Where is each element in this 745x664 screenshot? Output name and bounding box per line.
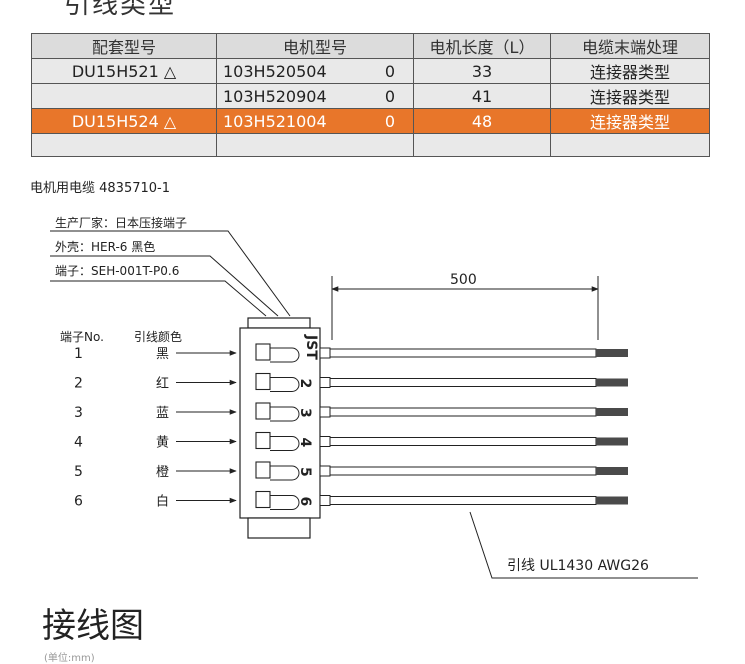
pin-number: 1 [74,346,83,362]
section-title-wiring: 接线图 [42,606,144,646]
cell-model: DU15H524 △ [31,108,217,134]
cell-processing: 连接器类型 [550,83,710,109]
pin-number: 4 [74,435,83,451]
terminal-latch [270,406,300,422]
wire-end-stripped [596,467,628,475]
cell-processing [550,133,710,157]
spec-table: 配套型号 电机型号 电机长度（L） 电缆末端处理 DU15H521 △ 103H… [31,33,710,157]
lead-wire [329,407,597,417]
cell-part: 103H520904 0 [216,83,414,109]
header-motor-length: 电机长度（L） [413,33,551,59]
callout-housing: 外壳：HER-6 黑色 [55,240,155,254]
wire-end-stripped [596,408,628,416]
pin-no-header: 端子No. [60,330,104,344]
crimp-terminal [319,465,331,477]
pin-color: 蓝 [156,406,169,421]
callout-manufacturer: 生产厂家：日本压接端子 [55,215,187,230]
cell-part [216,133,414,157]
housing-digit: 5 [297,467,313,477]
wire-end-stripped [596,437,628,446]
part-suffix: 0 [384,86,395,106]
terminal-slot [255,431,271,450]
part-suffix: 0 [384,111,395,131]
wire-end-stripped [596,378,628,387]
terminal-slot [255,490,271,509]
section-title-lead-type: 引线类型 [64,0,177,20]
pin-color: 橙 [156,465,169,480]
pin-number: 5 [74,464,83,480]
terminal-slot [255,402,271,420]
cell-length: 33 [413,58,551,84]
dimension-label: 500 [450,272,477,288]
wire-end-stripped [596,496,628,505]
part-number: 103H520504 [223,61,327,81]
crimp-terminal [319,377,331,388]
housing-digit: 4 [297,438,313,448]
table-row-highlighted: DU15H524 △ 103H521004 0 48 连接器类型 [31,108,710,134]
header-cable-end: 电缆末端处理 [550,33,710,59]
terminal-latch [270,377,300,392]
housing-digit: 2 [297,379,313,389]
lead-wire [329,378,597,387]
cell-length: 48 [413,108,551,134]
pin-number: 3 [74,405,83,421]
terminal-latch [270,436,300,451]
housing-digit: 3 [297,408,313,418]
lead-wire-label: 引线 UL1430 AWG26 [507,558,649,574]
lead-wire [329,437,597,446]
part-number: 103H520904 [223,86,327,106]
terminal-slot [255,461,271,479]
crimp-terminal [319,406,331,418]
pin-number: 6 [74,494,83,510]
lead-wire [329,496,597,505]
connector-housing [239,317,321,539]
lead-wire-leader [469,511,698,579]
pin-color: 黄 [156,436,169,451]
cable-part-note: 电机用电缆 4835710-1 [30,181,170,196]
cell-processing: 连接器类型 [550,108,710,134]
callout-terminal: 端子：SEH-001T-P0.6 [55,264,179,278]
pin-color: 白 [156,494,169,510]
pin-number: 2 [74,376,83,392]
crimp-terminal [319,347,331,359]
pin-rows: 1 黑 2 红 2 3 蓝 3 4 黄 4 5 橙 5 6 白 6 [74,343,628,510]
table-header-row: 配套型号 电机型号 电机长度（L） 电缆末端处理 [31,33,710,59]
callout-leaders [50,230,291,317]
terminal-slot [255,343,271,361]
callout-group: 生产厂家：日本压接端子 外壳：HER-6 黑色 端子：SEH-001T-P0.6 [55,215,187,278]
lead-wire [329,348,597,358]
lead-wire [329,466,597,476]
cell-model: DU15H521 △ [31,58,217,84]
crimp-terminal [319,436,331,447]
header-motor-model: 电机型号 [216,33,414,59]
dimension-500 [331,276,599,340]
housing-digit: 6 [297,497,313,507]
wire-end-stripped [596,349,628,357]
terminal-latch [270,347,300,363]
cell-length: 41 [413,83,551,109]
terminal-latch [270,465,300,481]
connector-brand: JST [303,334,319,360]
pin-color: 红 [156,376,169,392]
cell-part: 103H521004 0 [216,108,414,134]
terminal-latch [270,495,300,510]
table-row: 103H520904 0 41 连接器类型 [31,83,710,109]
part-suffix: 0 [384,61,395,81]
table-row [31,133,710,157]
cell-length [413,133,551,157]
pin-color: 黑 [156,347,169,362]
lead-color-header: 引线颜色 [134,329,182,344]
part-number: 103H521004 [223,111,327,131]
cell-processing: 连接器类型 [550,58,710,84]
unit-note: (单位:mm) [44,653,95,664]
crimp-terminal [319,495,331,506]
terminal-slot [255,372,271,391]
cell-model [31,133,217,157]
